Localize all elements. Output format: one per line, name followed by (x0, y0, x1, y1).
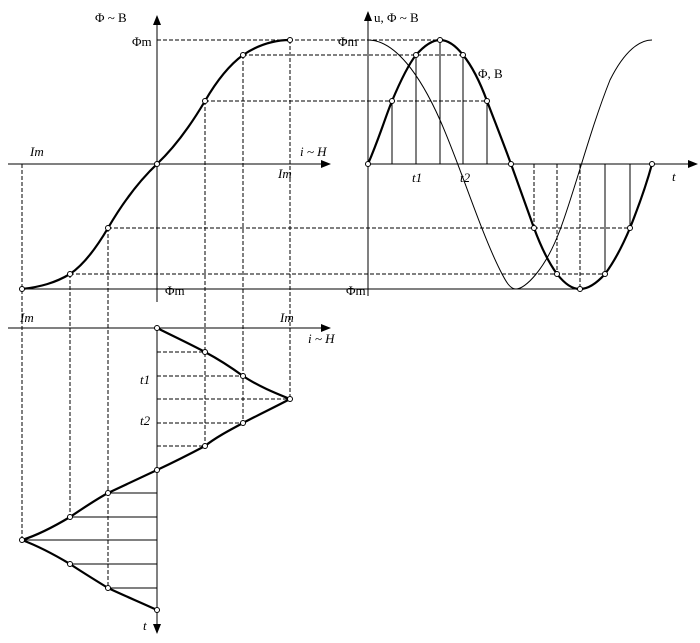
t2-lower-label: t2 (140, 413, 151, 428)
voltage-curve (367, 39, 653, 290)
u-phi-axis-label: u, Φ ~ B (374, 10, 419, 25)
t2-right-label: t2 (460, 170, 471, 185)
phi-m-right-label: Φm (338, 34, 358, 49)
i-m-lower-left-label: Im (19, 310, 34, 325)
phi-b-axis-label: Φ ~ B (95, 10, 127, 25)
curve-points (19, 37, 655, 613)
i-h-lower-label: i ~ H (308, 331, 335, 346)
i-m-lower-right-label: Im (279, 310, 294, 325)
projection-lines (21, 39, 631, 589)
t1-right-label: t1 (412, 170, 422, 185)
i-m-upper-left-label: Im (29, 144, 44, 159)
i-m-upper-right-label: Im (277, 166, 292, 181)
t1-lower-label: t1 (140, 372, 150, 387)
i-h-upper-label: i ~ H (300, 144, 327, 159)
phi-b-curve-label: Φ, B (478, 66, 503, 81)
t-lower-label: t (143, 618, 147, 633)
t-right-label: t (672, 169, 676, 184)
axes (8, 11, 698, 634)
phi-m-top-label: Φm (132, 34, 152, 49)
phi-m-right-lower-label: Φm (346, 283, 366, 298)
phi-m-lower-label: Φm (165, 283, 185, 298)
